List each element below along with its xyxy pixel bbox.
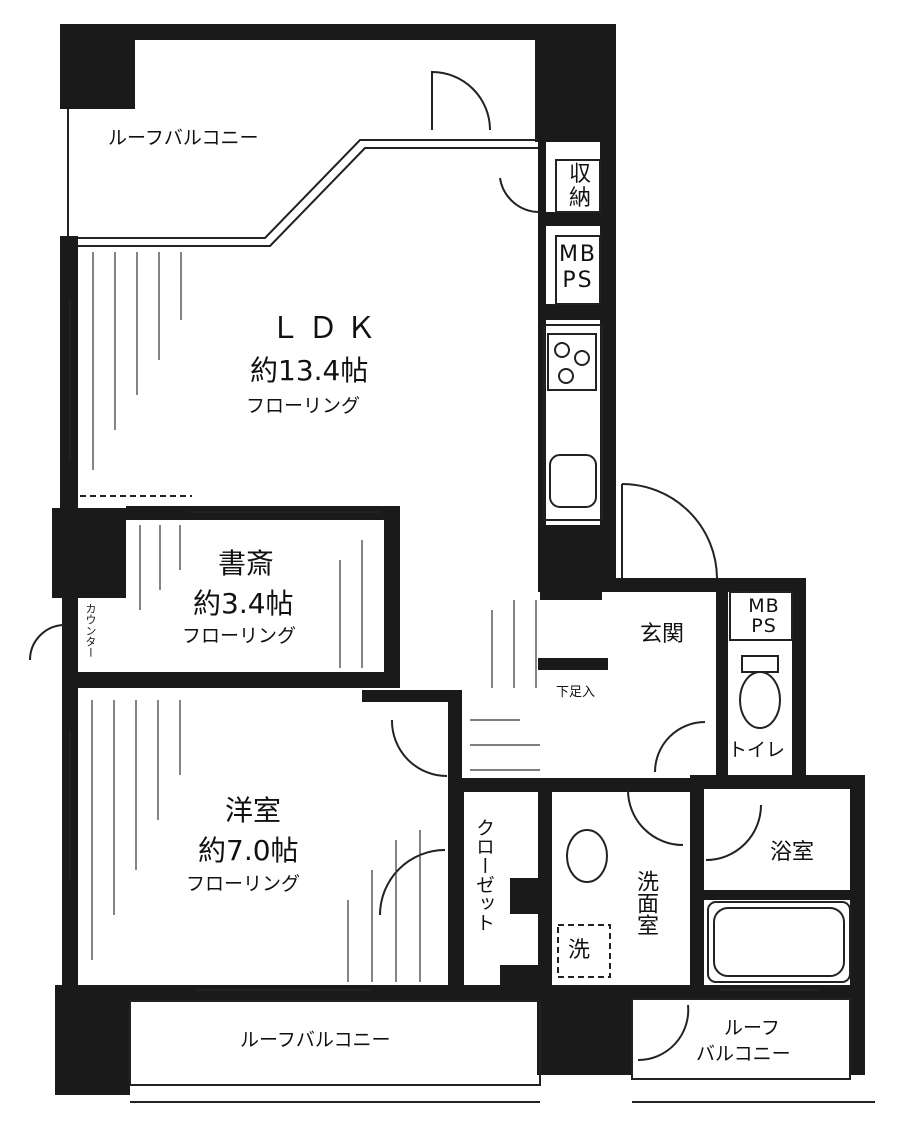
wall-closet-top (448, 778, 698, 792)
door-western-closet (379, 849, 446, 916)
study-size: 約3.4帖 (193, 587, 294, 620)
western-name: 洋室 (225, 794, 282, 827)
wall-closet-bottom (500, 965, 540, 985)
wall-toilet-left (716, 640, 728, 785)
pillar-bottom-left (55, 985, 130, 1095)
storage-label-1: 収 (568, 162, 591, 187)
wall-toilet-right (792, 578, 806, 783)
counter-label: カウンター (84, 603, 97, 658)
roof-balcony-right-outline (631, 998, 851, 1080)
mbps-outline-1 (555, 235, 601, 305)
wash-basin (566, 829, 608, 883)
toilet-tank (741, 655, 779, 673)
toilet-bowl (739, 671, 781, 729)
kitchen-sink (549, 454, 597, 508)
shoe-box-label: 下足入 (556, 685, 596, 700)
washer-label: 洗 (568, 938, 591, 963)
burner-3 (558, 368, 574, 384)
wall-closet-right (538, 778, 552, 988)
roof-balcony-top-label: ルーフバルコニー (108, 127, 259, 149)
bathtub-inner (713, 907, 845, 977)
door-entrance (621, 483, 718, 579)
wall-right-lower (850, 775, 865, 1075)
washroom-name: 洗面室 (633, 870, 658, 936)
roof-balcony-diagonal-inner (78, 147, 538, 247)
wall-study-right (384, 506, 400, 686)
entrance-name: 玄関 (640, 622, 685, 647)
pillar-bottom-mid (537, 985, 632, 1075)
wall-bottom-right (630, 985, 865, 999)
door-storage (499, 177, 541, 214)
roof-balcony-diagonal (78, 139, 538, 239)
room-outlines (67, 109, 875, 1103)
pillar-top-left (60, 24, 135, 109)
wall-bottom (130, 985, 540, 1001)
study-name: 書斎 (218, 547, 275, 580)
mbps-outline-2 (729, 591, 793, 641)
door-balcony-top (431, 70, 491, 131)
bath-name: 浴室 (770, 840, 815, 865)
wall-entry-top (600, 578, 806, 592)
burner-2 (574, 350, 590, 366)
mbps-2-top: MB (748, 595, 780, 617)
wall-mbps-bottom (538, 304, 602, 320)
floor-hatching (91, 252, 540, 982)
fixtures (557, 655, 781, 978)
stove (547, 333, 597, 508)
pillar-left-mid (52, 508, 126, 598)
door-balcony-right (637, 1004, 690, 1062)
exterior-walls (52, 24, 865, 1095)
toilet-name: トイレ (728, 739, 786, 761)
wall-bath-mid (704, 890, 854, 900)
ldk-name: ＬＤＫ (270, 311, 384, 346)
western-size: 約7.0帖 (198, 834, 299, 867)
wall-study-bottom (62, 672, 400, 688)
closet-name: クローゼット (473, 818, 495, 932)
door-toilet (654, 721, 706, 773)
wall-storage-bottom (538, 212, 602, 226)
wall-top (60, 24, 615, 40)
roof-balcony-right-label-2: バルコニー (696, 1043, 791, 1065)
bathtub (707, 901, 851, 983)
storage-label-2: 納 (568, 186, 591, 211)
interior-walls (62, 142, 854, 988)
kitchen-counter (543, 324, 603, 521)
roof-balcony-bottom-label: ルーフバルコニー (240, 1029, 391, 1051)
washer-box (557, 924, 611, 978)
door-western (390, 719, 448, 777)
roof-balcony-bottom-outline (129, 1000, 541, 1086)
door-counter (29, 624, 66, 661)
wall-entry-right (716, 578, 728, 658)
wall-kitchen-left (538, 142, 546, 592)
mbps-2-bottom: PS (751, 615, 777, 637)
stove-top (547, 333, 597, 391)
ldk-size: 約13.4帖 (250, 354, 369, 387)
wall-right-upper (600, 24, 616, 589)
wall-closet-inner (510, 878, 538, 914)
windows (69, 300, 820, 991)
western-floor: フローリング (186, 873, 301, 895)
roof-balcony-right-label-1: ルーフ (724, 1017, 780, 1039)
wall-closet-left (448, 778, 464, 988)
doors (29, 70, 762, 1062)
wall-shoebox (538, 658, 608, 670)
storage-outline (555, 159, 601, 213)
wall-hall-left (448, 690, 462, 785)
door-washroom (627, 789, 684, 846)
mbps-1-top: MB (558, 242, 598, 267)
wall-washroom-right (690, 778, 704, 988)
wall-ldk-bottom-right (540, 525, 602, 600)
study-floor: フローリング (182, 625, 297, 647)
mbps-1-bottom: PS (562, 268, 594, 293)
wall-western-right-top (362, 690, 462, 702)
ldk-floor: フローリング (246, 395, 361, 417)
door-bath (705, 804, 762, 861)
burner-1 (554, 342, 570, 358)
wall-bath-top (690, 775, 865, 789)
